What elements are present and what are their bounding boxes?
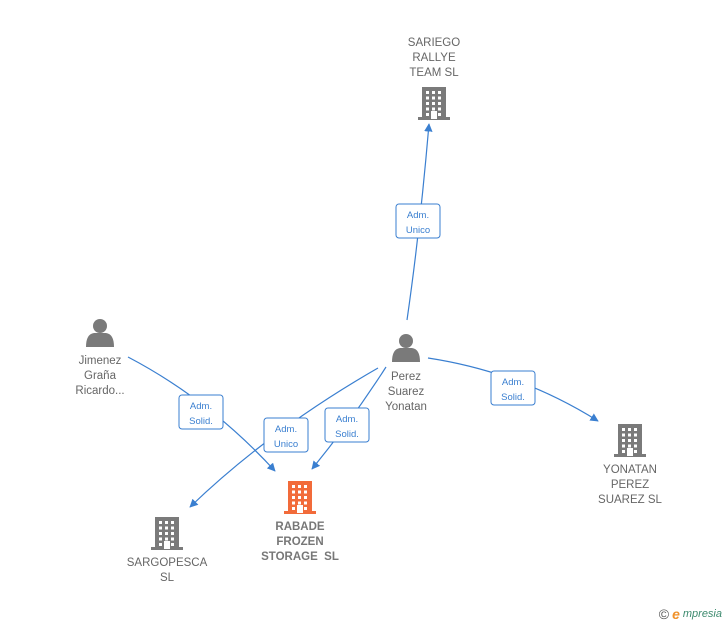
node-label: STORAGE SL xyxy=(261,551,339,563)
node-jimenez[interactable]: JimenezGrañaRicardo... xyxy=(75,319,125,397)
role-badge-text: Unico xyxy=(274,439,298,450)
node-label: SARGOPESCA xyxy=(127,557,208,569)
node-label: Yonatan xyxy=(385,401,427,413)
nodes-layer: SARIEGO RALLYE TEAM SL JimenezGrañaRicardo.… xyxy=(75,37,662,584)
brand-logo-initial: e xyxy=(672,606,680,622)
brand-logo-text: mpresia xyxy=(682,608,722,620)
node-label: PEREZ xyxy=(611,479,649,491)
building-icon xyxy=(151,517,183,550)
role-badge-text: Adm. xyxy=(190,401,212,412)
node-label: Perez xyxy=(391,371,421,383)
role-badge[interactable]: Adm. Solid. xyxy=(178,394,224,430)
building-icon xyxy=(284,481,316,514)
role-badge[interactable]: Adm. Unico xyxy=(263,417,309,453)
edge-perez-sariego: Adm. Unico xyxy=(395,123,441,321)
node-label: Suarez xyxy=(388,386,425,398)
edge-perez-yonatan: Adm. Solid. xyxy=(427,357,599,422)
node-label: SL xyxy=(160,572,175,584)
node-label: Graña xyxy=(84,370,117,382)
role-badge-text: Adm. xyxy=(502,377,524,388)
person-icon xyxy=(392,334,420,362)
role-badge[interactable]: Adm. Solid. xyxy=(324,407,370,443)
node-sargopesca[interactable]: SARGOPESCA SL xyxy=(127,517,208,584)
role-badge-text: Solid. xyxy=(335,429,359,440)
role-badge-text: Solid. xyxy=(501,392,525,403)
building-icon xyxy=(418,87,450,120)
node-label: SARIEGO xyxy=(408,37,460,49)
node-label: TEAM SL xyxy=(409,67,459,79)
edge-jimenez-rabade: Adm. Solid. xyxy=(127,356,276,472)
node-sariego[interactable]: SARIEGO RALLYE TEAM SL xyxy=(408,37,460,120)
role-badge-box xyxy=(490,370,536,406)
node-label: SUAREZ SL xyxy=(598,494,663,506)
node-label: FROZEN xyxy=(276,536,323,548)
building-icon xyxy=(614,424,646,457)
node-yonatan_sl[interactable]: YONATAN PEREZ SUAREZ SL xyxy=(598,424,663,506)
node-label: RABADE xyxy=(275,521,325,533)
role-badge-box xyxy=(263,417,309,453)
role-badge-text: Adm. xyxy=(407,210,429,221)
copyright-symbol: © xyxy=(658,606,670,622)
node-label: Ricardo... xyxy=(75,385,124,397)
role-badge[interactable]: Adm. Solid. xyxy=(490,370,536,406)
node-label: RALLYE xyxy=(412,52,456,64)
role-badge-text: Adm. xyxy=(275,424,297,435)
node-rabade[interactable]: RABADE FROZEN STORAGE SL xyxy=(261,481,339,563)
role-badge-box xyxy=(178,394,224,430)
role-badge-text: Unico xyxy=(406,225,430,236)
edge-perez-sargopesca: Adm. Unico xyxy=(189,367,379,508)
node-label: Jimenez xyxy=(79,355,122,367)
role-badge-text: Solid. xyxy=(189,416,213,427)
edges-layer: Adm.UnicoAdm.Solid.Adm.Solid.Adm.UnicoAd… xyxy=(127,123,599,508)
role-badge-box xyxy=(324,407,370,443)
role-badge-box xyxy=(395,203,441,239)
edge-perez-rabade: Adm. Solid. xyxy=(311,366,387,470)
role-badge-text: Adm. xyxy=(336,414,358,425)
node-label: YONATAN xyxy=(603,464,657,476)
person-icon xyxy=(86,319,114,347)
role-badge[interactable]: Adm. Unico xyxy=(395,203,441,239)
